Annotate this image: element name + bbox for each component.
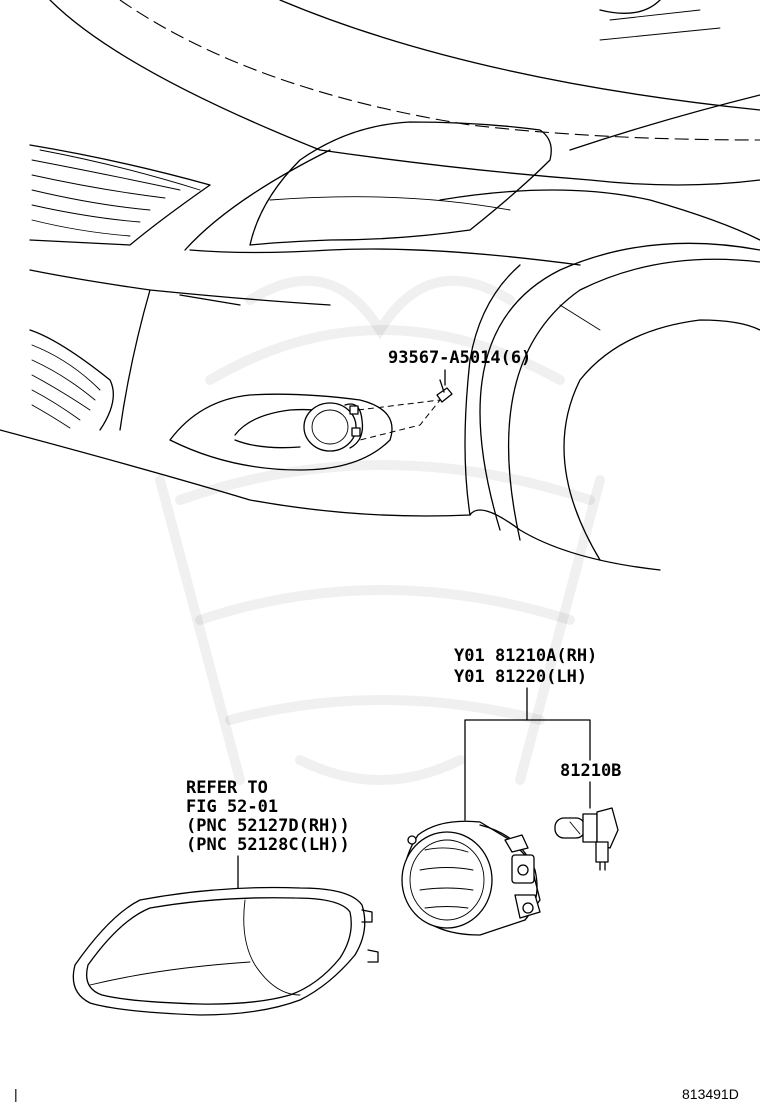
- illustration-id: 813491D: [682, 1086, 739, 1102]
- callout-bezel-line3: (PNC 52127D(RH)): [186, 816, 350, 836]
- foglamp-assembly-drawing: [401, 820, 541, 936]
- callout-bulb: 81210B: [560, 761, 621, 781]
- bulb-drawing: [554, 807, 619, 871]
- leader-foglamp: [464, 687, 591, 821]
- watermark-emblem: [155, 275, 605, 785]
- callout-bezel-line2: FIG 52-01: [186, 797, 278, 817]
- bezel-drawing: [72, 886, 379, 1016]
- callout-clip-part-number: 93567-A5014(6): [388, 348, 531, 368]
- callout-bezel-line4: (PNC 52128C(LH)): [186, 835, 350, 855]
- corner-mark: |: [14, 1086, 18, 1102]
- car-front-illustration: [0, 0, 760, 571]
- callout-foglamp-rh: Y01 81210A(RH): [454, 646, 597, 666]
- callout-foglamp-lh: Y01 81220(LH): [454, 667, 587, 687]
- callout-bezel-line1: REFER TO: [186, 778, 268, 798]
